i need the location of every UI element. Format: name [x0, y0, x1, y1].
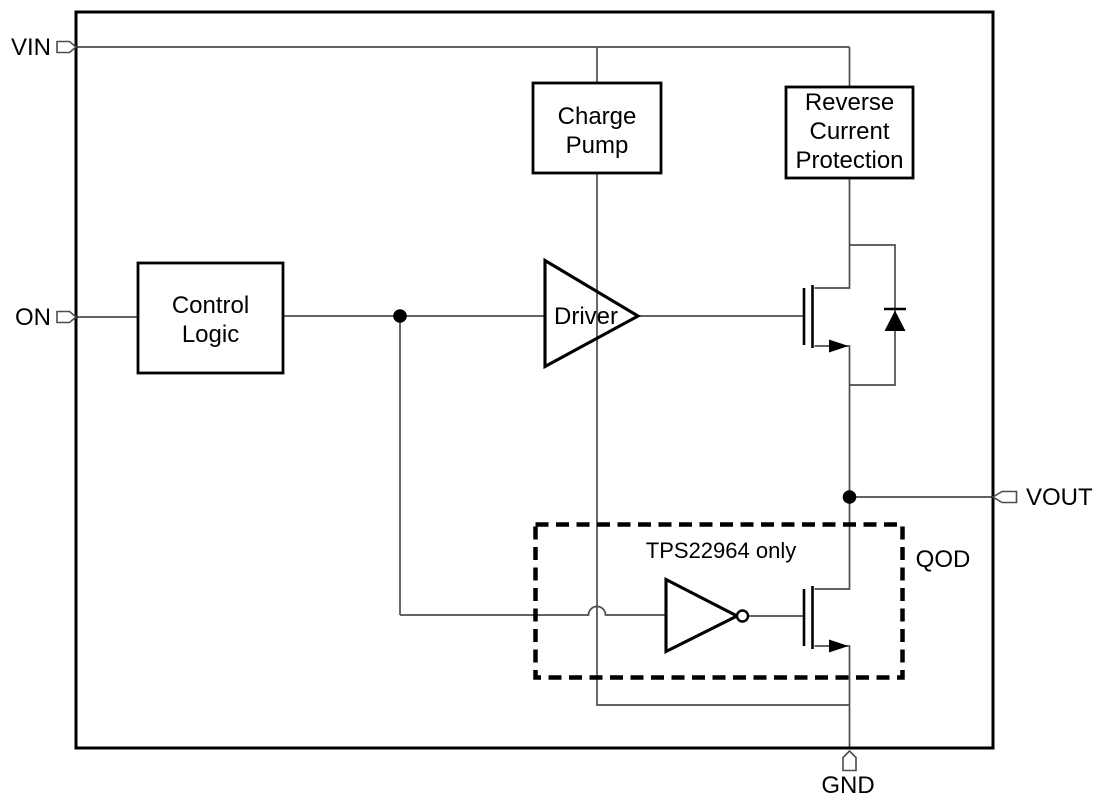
qod-fet-source-arrow [829, 639, 849, 653]
body-diode-triangle [884, 310, 906, 331]
inverter-gate [664, 576, 750, 655]
ic-boundary-box [74, 10, 995, 750]
vout-pin [991, 490, 1018, 504]
wire-rcp-to-fet-drain [814, 178, 851, 289]
vin-pin [56, 40, 78, 54]
pass-fet [802, 285, 849, 353]
rcp-label-line2: Current [809, 118, 889, 145]
body-diode [884, 307, 906, 331]
reverse-current-protection-block: Reverse Current Protection [784, 85, 915, 180]
gnd-pin [842, 749, 857, 772]
vout-label: VOUT [1026, 484, 1093, 511]
control-logic-label-line2: Logic [182, 321, 239, 348]
qod-fet [802, 586, 849, 653]
charge-pump-label-line1: Charge [558, 103, 637, 130]
rcp-label-line1: Reverse [805, 89, 894, 116]
driver-buffer: Driver [543, 257, 642, 370]
on-pin [56, 310, 78, 324]
wire-inverter-input-with-hop [400, 605, 666, 616]
wires [76, 46, 993, 748]
qod-label: QOD [916, 546, 971, 573]
junction-dot-vout [842, 490, 857, 504]
rcp-label-line3: Protection [795, 147, 903, 174]
wire-vout-to-qod-drain [814, 497, 851, 590]
gnd-label: GND [821, 772, 874, 799]
control-logic-block: Control Logic [136, 261, 285, 375]
wire-charge-pump-down-to-gnd [596, 173, 850, 706]
control-logic-label-line1: Control [172, 292, 249, 319]
junction-dot-on-branch [393, 309, 407, 323]
wire-qod-source-to-gnd [814, 645, 851, 748]
pass-fet-source-arrow [829, 339, 849, 353]
driver-label: Driver [554, 303, 618, 330]
vin-label: VIN [11, 34, 51, 61]
wire-body-diode-branch [849, 244, 896, 386]
wire-fet-source-to-vout [814, 345, 851, 497]
tps22964-only-note: TPS22964 only [646, 538, 796, 563]
charge-pump-label-line2: Pump [566, 132, 629, 159]
qod-dashed-box [533, 522, 905, 680]
inverter-bubble [735, 609, 750, 623]
charge-pump-block: Charge Pump [531, 81, 663, 175]
on-label: ON [15, 304, 51, 331]
